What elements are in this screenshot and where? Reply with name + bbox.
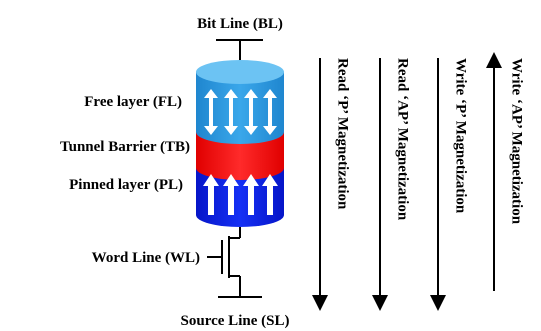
pinned-layer bbox=[196, 168, 284, 227]
tunnel-barrier bbox=[196, 132, 284, 180]
up-arrow-icon bbox=[243, 174, 259, 215]
free-layer-arrows bbox=[204, 89, 277, 135]
pinned-layer-label: Pinned layer (PL) bbox=[69, 177, 183, 193]
operation-label: Write ‘AP’ Magnetization bbox=[509, 58, 525, 225]
up-arrow-icon bbox=[262, 174, 278, 215]
bidirectional-arrow-icon bbox=[204, 89, 218, 135]
source-line-label: Source Line (SL) bbox=[181, 313, 290, 329]
bidirectional-arrow-icon bbox=[244, 89, 258, 135]
free-layer-label: Free layer (FL) bbox=[84, 94, 182, 110]
operation-arrows: Read ‘P’ Magnetization Read ‘AP’ Magnetiz… bbox=[312, 52, 525, 311]
operation-label: Read ‘P’ Magnetization bbox=[335, 58, 351, 210]
operation-label: Read ‘AP’ Magnetization bbox=[395, 58, 411, 221]
operation-label: Write ‘P’ Magnetization bbox=[453, 58, 469, 214]
bit-line bbox=[216, 39, 263, 62]
bidirectional-arrow-icon bbox=[224, 89, 238, 135]
free-layer-top bbox=[196, 60, 284, 84]
up-arrow-icon bbox=[203, 174, 219, 215]
word-line-label: Word Line (WL) bbox=[92, 250, 200, 266]
pinned-layer-arrows bbox=[203, 174, 278, 215]
up-arrow-icon bbox=[223, 174, 239, 215]
access-transistor bbox=[207, 227, 262, 298]
bit-line-label: Bit Line (BL) bbox=[197, 16, 283, 32]
tunnel-barrier-label: Tunnel Barrier (TB) bbox=[60, 139, 190, 155]
bidirectional-arrow-icon bbox=[263, 89, 277, 135]
